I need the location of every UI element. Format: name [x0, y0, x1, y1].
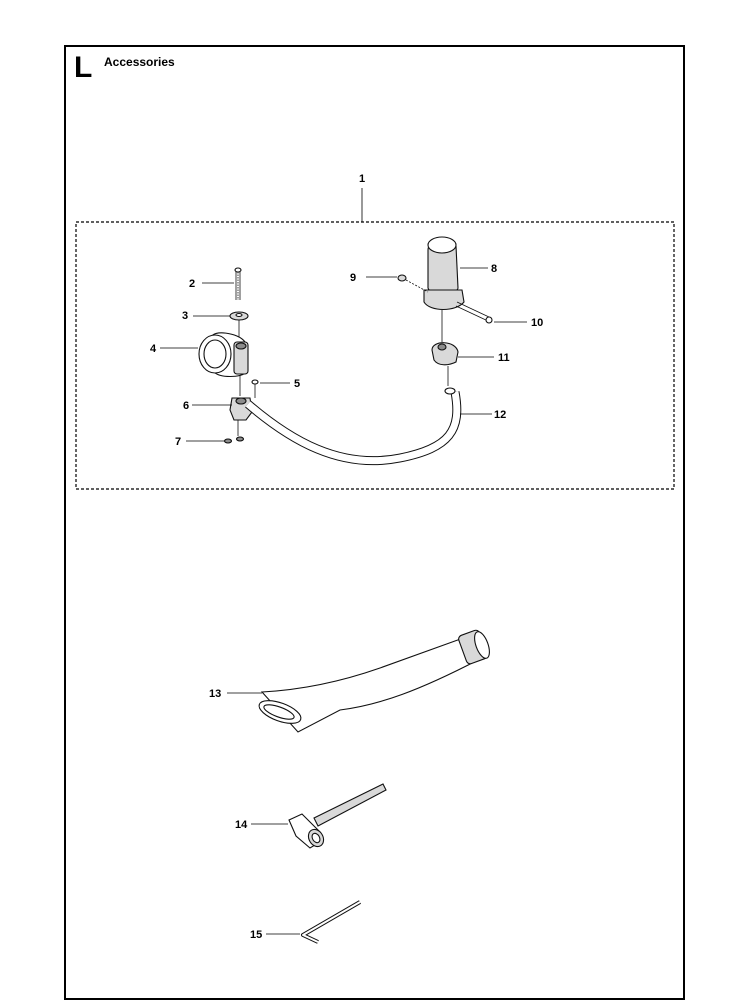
part-5-screw: 5 [251, 378, 300, 398]
callout-3: 3 [182, 310, 188, 322]
part-14-wrench: 14 [235, 783, 387, 849]
callout-10: 10 [531, 317, 543, 329]
part-3-washer: 3 [182, 310, 249, 322]
callout-8: 8 [491, 263, 497, 275]
part-12-loop-tube: 12 [245, 366, 506, 466]
part-7-nuts: 7 [175, 420, 245, 448]
section-letter: L [74, 51, 93, 84]
part-4-clamp: 4 [150, 320, 249, 378]
kit-group: 1 [75, 173, 675, 490]
callout-5: 5 [294, 378, 300, 390]
part-10-screw: 10 [455, 301, 543, 329]
part-11-clamp: 11 [431, 310, 510, 366]
callout-2: 2 [189, 278, 195, 290]
callout-15: 15 [250, 929, 262, 941]
callout-14: 14 [235, 819, 248, 831]
part-2-bolt: 2 [189, 267, 242, 300]
callout-12: 12 [494, 409, 506, 421]
section-title: Accessories [104, 55, 175, 69]
callout-13: 13 [209, 688, 221, 700]
part-13-nozzle: 13 [209, 629, 490, 733]
part-6-bracket: 6 [183, 375, 253, 421]
part-9-nut: 9 [350, 272, 429, 293]
callout-6: 6 [183, 400, 189, 412]
part-8-grip: 8 [423, 236, 497, 311]
callout-7: 7 [175, 436, 181, 448]
callout-1: 1 [359, 173, 365, 185]
part-15-hex-key: 15 [250, 900, 362, 944]
callout-11: 11 [498, 352, 510, 364]
page-frame [64, 45, 685, 1000]
callout-4: 4 [150, 343, 157, 355]
callout-9: 9 [350, 272, 356, 284]
kit-dashed-box [75, 221, 675, 490]
